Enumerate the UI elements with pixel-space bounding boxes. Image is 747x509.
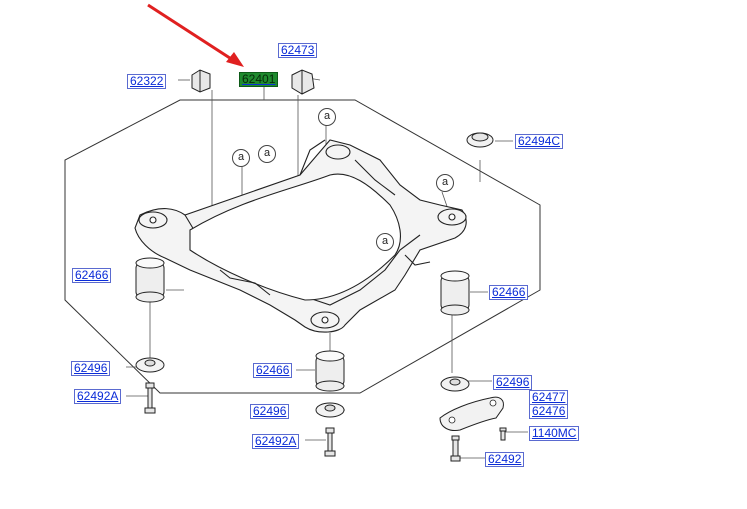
washers [135,132,494,418]
part-62496-mid-label[interactable]: 62496 [250,404,290,419]
callout-a: a [232,149,250,167]
part-62492-label[interactable]: 62492 [485,452,525,467]
part-62466-left-label[interactable]: 62466 [72,268,112,283]
callout-a: a [436,174,454,192]
bushing-left [135,257,165,303]
red-arrow-icon [147,3,244,67]
part-62401-label[interactable]: 62401 [239,72,279,87]
assembly-outline [64,99,541,394]
part-1140mc-label[interactable]: 1140MC [529,426,580,441]
callout-a: a [376,233,394,251]
part-62477-label[interactable]: 62477 [529,390,569,405]
bushing-right [440,270,470,316]
callout-a: a [258,145,276,163]
top-bracket-right [291,69,315,95]
part-62492a-left-label[interactable]: 62492A [74,389,122,404]
part-62322-label[interactable]: 62322 [127,74,167,89]
bracket [439,396,504,431]
crossmember-frame [134,139,467,333]
part-62466-bottom-label[interactable]: 62466 [253,363,293,378]
part-62496-left-label[interactable]: 62496 [71,361,111,376]
part-62494c-label[interactable]: 62494C [515,134,564,149]
callout-a: a [318,108,336,126]
part-62473-label[interactable]: 62473 [278,43,318,58]
bushing-bottom [315,350,345,392]
top-bracket-left [191,69,211,93]
part-62466-right-label[interactable]: 62466 [489,285,529,300]
part-62492a-mid-label[interactable]: 62492A [252,434,300,449]
part-62476-label[interactable]: 62476 [529,404,569,419]
part-62496-right-label[interactable]: 62496 [493,375,533,390]
bolts [144,382,507,462]
